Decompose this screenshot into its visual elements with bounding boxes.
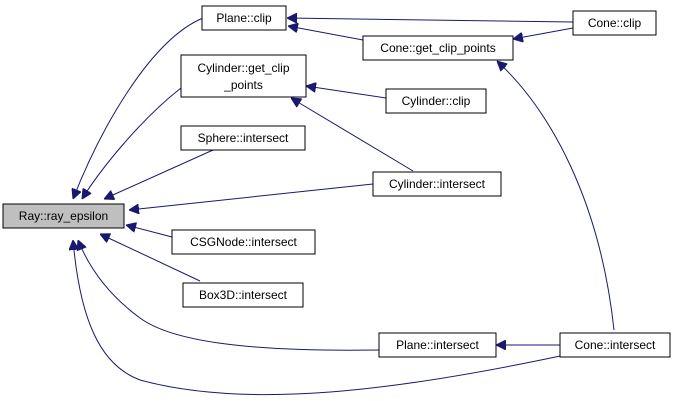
node-label: Ray::ray_epsilon — [19, 209, 108, 223]
node-label: Cone::clip — [588, 16, 642, 30]
edge-line — [78, 240, 380, 351]
node-label: Cone::get_clip_points — [380, 41, 495, 55]
edge-line — [73, 240, 566, 396]
node-cylinder-intersect[interactable]: Cylinder::intersect — [372, 171, 502, 197]
node-label: Cylinder::intersect — [389, 177, 486, 191]
node-label: Plane::clip — [216, 11, 272, 25]
node-label: Box3D::intersect — [199, 288, 288, 302]
node-cylinder-clip[interactable]: Cylinder::clip — [385, 88, 487, 114]
edge-cone-get-clip-points-to-plane-clip — [288, 26, 364, 41]
node-csgnode-intersect[interactable]: CSGNode::intersect — [171, 229, 316, 255]
edge-cylinder-clip-to-cylinder-get-clip-points — [306, 86, 387, 99]
edge-box3d-intersect-to-ray-epsilon — [100, 234, 201, 282]
edge-line — [288, 26, 364, 41]
node-label: Cone::intersect — [575, 338, 656, 352]
edge-line — [129, 183, 374, 210]
node-ray-epsilon[interactable]: Ray::ray_epsilon — [2, 203, 125, 229]
edge-csgnode-intersect-to-ray-epsilon — [126, 225, 173, 238]
node-sphere-intersect[interactable]: Sphere::intersect — [180, 125, 306, 151]
node-cylinder-get-clip-points[interactable]: Cylinder::get_clip _points — [180, 54, 307, 98]
node-label: Cylinder::clip — [402, 94, 471, 108]
edge-cylinder-intersect-to-ray-epsilon — [129, 183, 374, 210]
edge-line — [497, 61, 615, 331]
edge-cone-clip-to-cone-get-clip-points — [513, 27, 574, 39]
edge-line — [126, 225, 173, 238]
node-cone-intersect[interactable]: Cone::intersect — [559, 332, 671, 358]
edge-cylinder-intersect-to-cylinder-get-clip-points — [291, 98, 414, 172]
edge-line — [287, 18, 574, 22]
edge-cone-intersect-to-ray-epsilon — [73, 240, 566, 396]
edge-cone-intersect-to-cone-get-clip-points — [497, 61, 615, 331]
edge-line — [100, 234, 201, 282]
edge-sphere-intersect-to-ray-epsilon — [104, 149, 214, 199]
node-plane-intersect[interactable]: Plane::intersect — [378, 332, 497, 358]
edge-line — [306, 86, 387, 99]
edge-plane-clip-to-ray-epsilon — [73, 17, 204, 199]
node-label: Sphere::intersect — [198, 131, 289, 145]
node-cone-clip[interactable]: Cone::clip — [572, 10, 657, 36]
edge-line — [73, 17, 204, 199]
edge-cylinder-get-clip-points-to-ray-epsilon — [82, 87, 182, 199]
node-box3d-intersect[interactable]: Box3D::intersect — [182, 282, 304, 308]
edge-line — [291, 98, 414, 172]
node-label: CSGNode::intersect — [190, 235, 297, 249]
node-label: Plane::intersect — [396, 338, 479, 352]
edge-line — [513, 27, 574, 39]
edge-plane-intersect-to-ray-epsilon — [78, 240, 380, 351]
node-label-line-1: Cylinder::get_clip — [197, 61, 289, 75]
node-plane-clip[interactable]: Plane::clip — [201, 5, 287, 31]
edge-cone-clip-to-plane-clip — [287, 18, 574, 22]
node-label-line-2: _points — [223, 78, 263, 92]
edge-line — [82, 87, 182, 199]
node-cone-get-clip-points[interactable]: Cone::get_clip_points — [362, 35, 514, 61]
edge-line — [104, 149, 214, 199]
